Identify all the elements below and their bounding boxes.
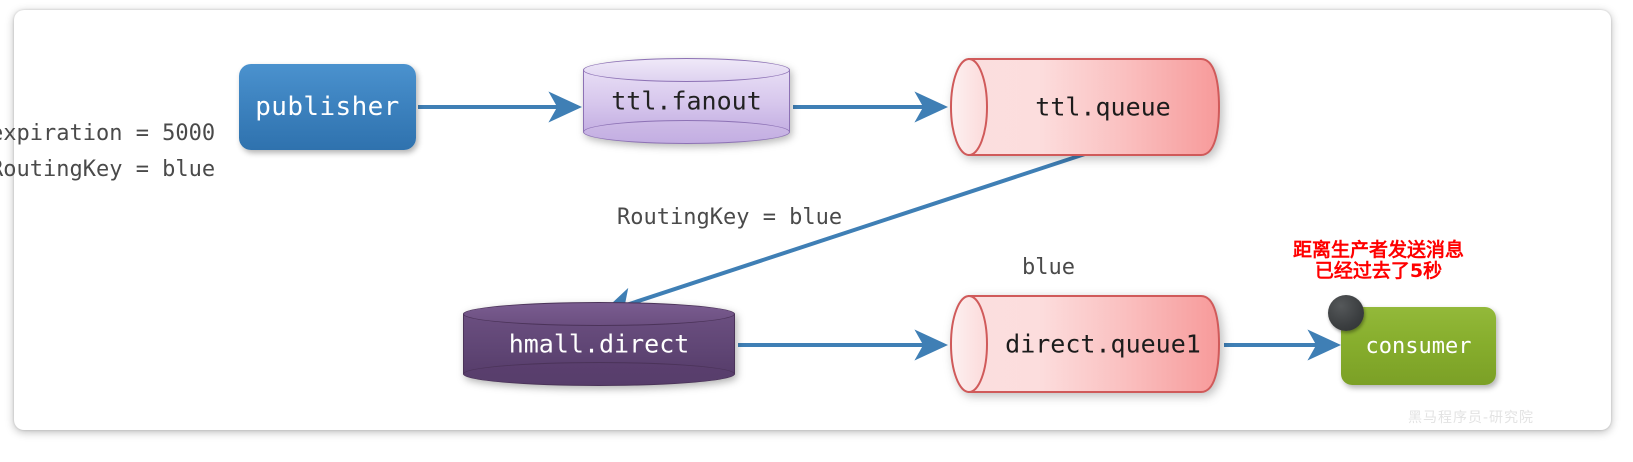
cylinder-top-ellipse <box>583 58 790 82</box>
node-ttl-queue-label: ttl.queue <box>1035 92 1171 122</box>
label-message-routing-key: RoutingKey = blue <box>0 157 216 182</box>
label-edge-routing-key: RoutingKey = blue <box>617 205 843 230</box>
node-direct-queue1[interactable]: direct.queue1 <box>949 294 1221 394</box>
node-direct-queue1-label: direct.queue1 <box>1005 329 1201 359</box>
cylinder-bottom-ellipse <box>463 362 735 386</box>
node-consumer-label: consumer <box>1365 333 1472 359</box>
cylinder-bottom-ellipse <box>583 120 790 144</box>
node-ttl-queue[interactable]: ttl.queue <box>949 57 1221 157</box>
node-consumer[interactable]: consumer <box>1328 295 1496 385</box>
annotation-delay-note-line2: 已经过去了5秒 <box>1314 259 1443 282</box>
queue-cylinder-shape <box>950 58 1221 156</box>
consumer-badge-icon <box>1328 295 1364 331</box>
annotation-delay-note: 距离生产者发送消息 已经过去了5秒 <box>1271 240 1486 281</box>
watermark: 黑马程序员-研究院 <box>1408 410 1535 426</box>
node-publisher-label: publisher <box>255 92 400 122</box>
node-hmall-direct-label: hmall.direct <box>508 329 690 359</box>
queue-cylinder-shape <box>950 295 1221 393</box>
node-hmall-direct[interactable]: hmall.direct <box>463 302 735 386</box>
label-binding-key-blue: blue <box>1022 255 1075 280</box>
annotation-delay-note-line1: 距离生产者发送消息 <box>1292 239 1464 261</box>
node-ttl-fanout[interactable]: ttl.fanout <box>583 58 790 144</box>
node-ttl-fanout-label: ttl.fanout <box>611 86 762 116</box>
node-publisher[interactable]: publisher <box>239 64 416 150</box>
cylinder-top-ellipse <box>463 302 735 326</box>
label-expiration: expiration = 5000 <box>0 121 216 146</box>
